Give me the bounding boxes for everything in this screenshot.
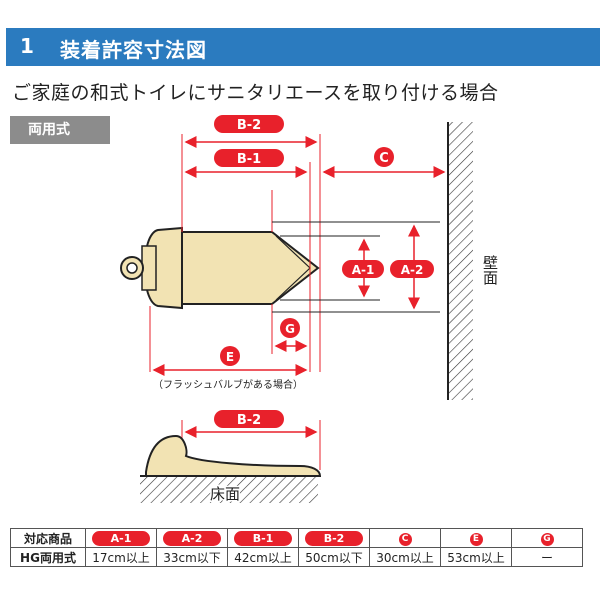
- cell-a1: 17cm以上: [85, 547, 157, 567]
- cell-g: ー: [511, 547, 583, 567]
- label-a1: A-1: [352, 263, 375, 277]
- section-header: 1 装着許容寸法図: [6, 28, 600, 66]
- dim-a1: A-1: [342, 238, 384, 298]
- toilet-side-view: [140, 434, 322, 503]
- dim-b2-top: B-2: [184, 115, 318, 148]
- toilet-top-view: [120, 226, 320, 310]
- section-number: 1: [20, 34, 34, 58]
- dim-b1: B-1: [184, 149, 308, 178]
- wall: [447, 122, 473, 400]
- header-cell-b1: B-1: [234, 530, 292, 546]
- label-b1: B-1: [237, 152, 261, 167]
- section-title: 装着許容寸法図: [60, 38, 207, 62]
- header-cell-a2: A-2: [163, 530, 221, 546]
- label-g: G: [285, 322, 295, 336]
- dim-a2: A-2: [390, 224, 434, 310]
- label-c: C: [379, 151, 389, 166]
- header-cell-product: 対応商品: [10, 528, 86, 548]
- extension-lines: [272, 221, 440, 313]
- label-a2: A-2: [401, 263, 424, 277]
- floor-label: 床面: [210, 485, 240, 503]
- label-b2-bottom: B-2: [237, 413, 261, 428]
- header-cell-b2: B-2: [305, 530, 363, 546]
- cell-c: 30cm以上: [369, 547, 441, 567]
- header-cell-e: E: [469, 533, 483, 546]
- dim-e: E （フラッシュバルブがある場合）: [152, 346, 308, 391]
- reference-lines: [149, 134, 321, 372]
- cell-product: HG両用式: [10, 547, 86, 567]
- cell-e: 53cm以上: [440, 547, 512, 567]
- header-cell-c: C: [398, 533, 412, 546]
- cell-a2: 33cm以下: [156, 547, 228, 567]
- dim-g: G: [274, 318, 308, 352]
- label-e: E: [226, 350, 234, 364]
- header-cell-a1: A-1: [92, 530, 150, 546]
- subtitle: ご家庭の和式トイレにサニタリエースを取り付ける場合: [12, 82, 499, 104]
- header-cell-g: G: [540, 533, 554, 546]
- table-row: HG両用式 17cm以上 33cm以下 42cm以上 50cm以下 30cm以上…: [10, 547, 583, 567]
- label-b2-top: B-2: [237, 118, 261, 133]
- cell-b1: 42cm以上: [227, 547, 299, 567]
- dim-b2-bottom: B-2: [181, 410, 321, 470]
- dim-c: C: [322, 147, 446, 178]
- flush-note: （フラッシュバルブがある場合）: [153, 378, 303, 391]
- type-tag: 両用式: [10, 116, 110, 144]
- spec-table: 対応商品 A-1 A-2 B-1 B-2 C E G HG両用式 17cm以上 …: [10, 528, 583, 567]
- cell-b2: 50cm以下: [298, 547, 370, 567]
- wall-label: 壁面: [481, 255, 499, 285]
- table-header-row: 対応商品 A-1 A-2 B-1 B-2 C E G: [10, 528, 583, 548]
